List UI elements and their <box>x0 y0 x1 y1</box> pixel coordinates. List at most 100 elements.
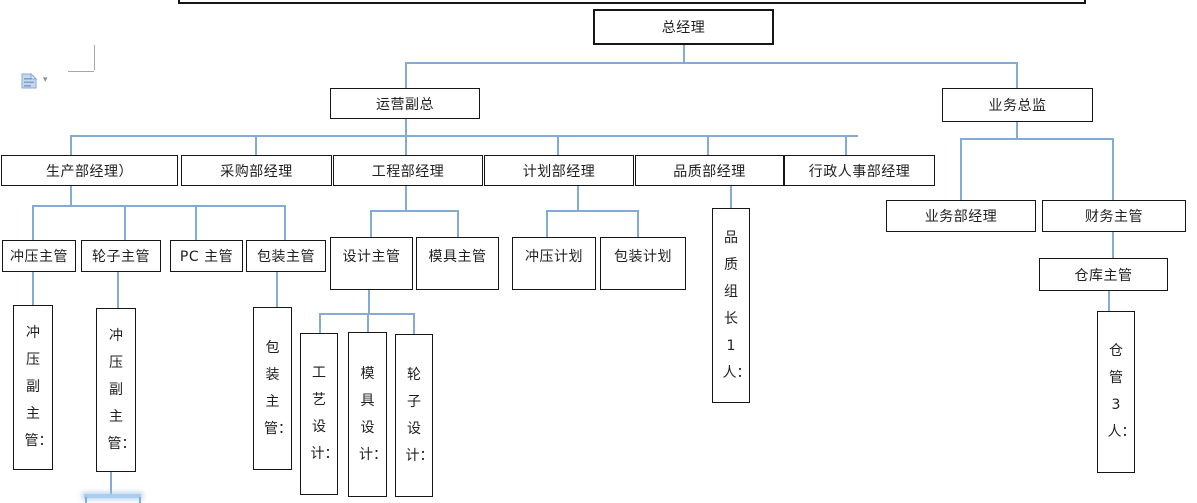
org-node-label: 仓库主管 <box>1074 267 1133 284</box>
connector-line <box>70 186 72 205</box>
connector-line <box>405 186 407 210</box>
org-node-label: 冲压副主管： <box>24 325 53 449</box>
connector-line <box>284 205 286 240</box>
org-node-quality-leader[interactable]: 品质组长1人： <box>712 208 751 403</box>
org-node-general-manager[interactable]: 总经理 <box>593 9 774 45</box>
connector-line <box>367 313 369 332</box>
clipped-shape-left-edge <box>178 0 180 3</box>
org-node-planning-manager[interactable]: 计划部经理 <box>484 155 634 186</box>
org-node-stamping-deputy-2[interactable]: 冲压副主管： <box>96 308 136 472</box>
connector-line <box>637 210 639 237</box>
org-node-label: 轮子设计： <box>405 366 434 464</box>
org-node-label: 业务总监 <box>988 98 1047 114</box>
paste-options-dropdown-icon[interactable]: ▾ <box>43 74 48 85</box>
connector-line <box>85 497 87 503</box>
connector-line <box>1108 291 1110 311</box>
org-node-label: 包装计划 <box>614 249 672 265</box>
org-node-label: 行政人事部经理 <box>808 163 911 180</box>
connector-line <box>1016 62 1018 88</box>
connector-line <box>405 118 407 135</box>
connector-line <box>124 205 126 240</box>
org-node-label: 设计主管 <box>342 249 401 265</box>
org-node-purchasing-manager[interactable]: 采购部经理 <box>181 155 332 186</box>
connector-line <box>683 45 685 63</box>
connector-line <box>845 135 847 155</box>
clipped-shape-bottom-edge <box>178 2 1086 4</box>
connector-line <box>405 62 407 88</box>
connector-line <box>577 186 579 210</box>
org-node-stamping-planner[interactable]: 冲压计划 <box>512 237 596 290</box>
org-node-warehouse-keeper[interactable]: 仓管3人： <box>1097 311 1136 473</box>
org-node-label: 包装主管 <box>257 249 315 265</box>
connector-line <box>117 272 119 308</box>
paste-options-icon <box>21 72 37 89</box>
org-node-stamping-supervisor[interactable]: 冲压主管 <box>2 240 76 272</box>
page-boundary-corner-mark <box>68 45 95 72</box>
org-node-business-dept-manager[interactable]: 业务部经理 <box>886 200 1036 232</box>
org-node-wheel-designer[interactable]: 轮子设计： <box>395 334 434 497</box>
connector-line <box>1112 232 1114 258</box>
org-node-label: 计划部经理 <box>522 163 596 180</box>
org-node-design-supervisor[interactable]: 设计主管 <box>330 237 413 290</box>
org-node-packing-sub-supervisor[interactable]: 包装主管： <box>253 307 292 470</box>
selected-connector-line[interactable] <box>84 494 141 498</box>
connector-line <box>1016 122 1018 138</box>
connector-line <box>370 210 372 237</box>
org-node-engineering-manager[interactable]: 工程部经理 <box>333 155 483 186</box>
org-node-production-manager[interactable]: 生产部经理） <box>1 155 178 186</box>
connector-line <box>707 135 709 155</box>
connector-line <box>70 135 858 137</box>
org-node-label: 采购部经理 <box>220 163 293 180</box>
org-node-stamping-deputy-1[interactable]: 冲压副主管： <box>13 305 53 470</box>
org-node-mold-designer[interactable]: 模具设计： <box>348 332 387 497</box>
org-node-label: 包装主管： <box>264 339 292 437</box>
connector-line <box>960 138 962 200</box>
connector-line <box>546 210 639 212</box>
connector-line <box>370 210 459 212</box>
org-node-label: 模具设计： <box>359 365 387 463</box>
org-node-process-designer[interactable]: 工艺设计： <box>300 333 339 495</box>
org-node-quality-manager[interactable]: 品质部经理 <box>635 155 784 186</box>
org-node-label: 总经理 <box>661 20 706 36</box>
connector-line <box>139 497 141 503</box>
org-node-admin-hr-manager[interactable]: 行政人事部经理 <box>784 155 935 186</box>
org-node-wheel-supervisor[interactable]: 轮子主管 <box>81 240 161 272</box>
connector-line <box>32 272 34 305</box>
org-node-mold-supervisor[interactable]: 模具主管 <box>416 237 499 290</box>
paste-options-button[interactable]: ▾ <box>21 71 48 89</box>
connector-line <box>546 210 548 237</box>
connector-line <box>195 205 197 240</box>
connector-line <box>960 138 1114 140</box>
org-node-warehouse-supervisor[interactable]: 仓库主管 <box>1039 258 1168 291</box>
org-node-packing-planner[interactable]: 包装计划 <box>600 237 686 290</box>
connector-line <box>405 135 407 155</box>
connector-line <box>70 135 72 155</box>
org-node-packing-supervisor[interactable]: 包装主管 <box>246 240 326 272</box>
connector-line <box>1112 138 1114 200</box>
connector-line <box>557 135 559 155</box>
org-node-label: 模具主管 <box>428 249 487 265</box>
org-node-label: 冲压主管 <box>10 249 68 265</box>
org-node-label: 轮子主管 <box>92 249 150 265</box>
connector-line <box>457 210 459 237</box>
org-node-label: 工程部经理 <box>371 163 445 180</box>
connector-line <box>110 472 112 495</box>
org-node-label: 品质组长1人： <box>722 229 751 381</box>
org-node-business-director[interactable]: 业务总监 <box>942 88 1093 122</box>
connector-line <box>32 205 34 240</box>
org-node-label: 工艺设计： <box>310 365 339 462</box>
connector-line <box>276 272 278 307</box>
org-node-pc-supervisor[interactable]: PC 主管 <box>170 240 243 272</box>
org-node-label: 冲压副主管： <box>107 327 136 452</box>
connector-line <box>405 62 1018 64</box>
org-node-label: 业务部经理 <box>924 209 998 225</box>
connector-line <box>255 135 257 155</box>
connector-line <box>413 313 415 334</box>
org-node-label: 生产部经理） <box>46 163 133 180</box>
org-node-finance-supervisor[interactable]: 财务主管 <box>1042 200 1186 232</box>
connector-line <box>319 313 321 333</box>
org-node-operations-deputy-gm[interactable]: 运营副总 <box>330 88 480 119</box>
org-node-label: 运营副总 <box>376 96 434 113</box>
org-node-label: 仓管3人： <box>1107 343 1136 440</box>
